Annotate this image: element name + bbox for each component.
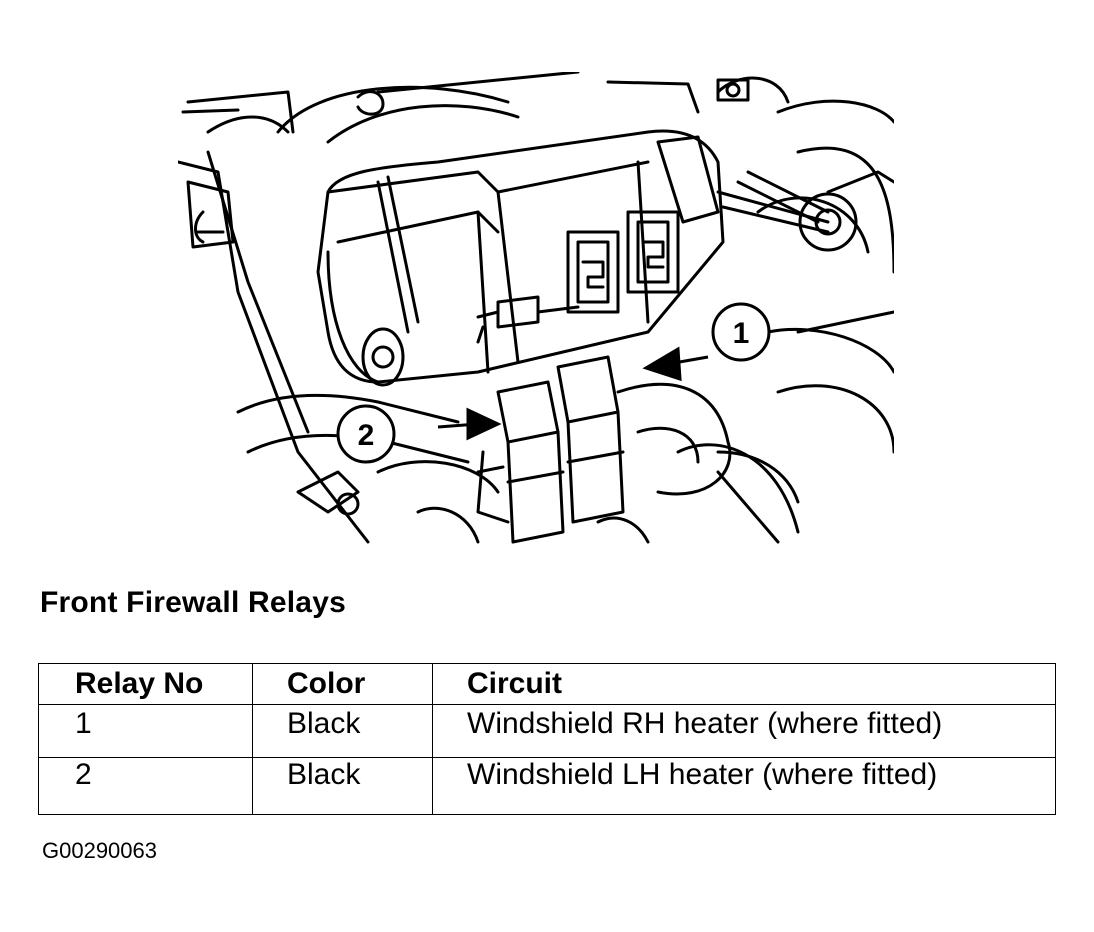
header-relay-no: Relay No	[38, 663, 253, 705]
table-row: 1 Black Windshield RH heater (where fitt…	[38, 704, 1056, 758]
cell-color: Black	[252, 704, 433, 758]
header-color: Color	[252, 663, 433, 705]
table-header-row: Relay No Color Circuit	[38, 663, 1056, 705]
callout-2: 2	[336, 404, 396, 464]
callout-1: 1	[711, 302, 771, 362]
cell-relay-no: 1	[38, 704, 253, 758]
figure-title: Front Firewall Relays	[40, 586, 346, 619]
relay-table: Relay No Color Circuit 1 Black Windshiel…	[38, 663, 1056, 815]
header-circuit: Circuit	[432, 663, 1056, 705]
table-row: 2 Black Windshield LH heater (where fitt…	[38, 757, 1056, 815]
cell-color: Black	[252, 757, 433, 815]
cell-relay-no: 2	[38, 757, 253, 815]
cell-circuit: Windshield LH heater (where fitted)	[432, 757, 1056, 815]
cell-circuit: Windshield RH heater (where fitted)	[432, 704, 1056, 758]
callout-2-label: 2	[358, 419, 375, 452]
engine-bay-illustration: 1 2	[178, 72, 894, 544]
figure-code: G00290063	[42, 838, 157, 863]
callout-1-label: 1	[733, 317, 750, 350]
